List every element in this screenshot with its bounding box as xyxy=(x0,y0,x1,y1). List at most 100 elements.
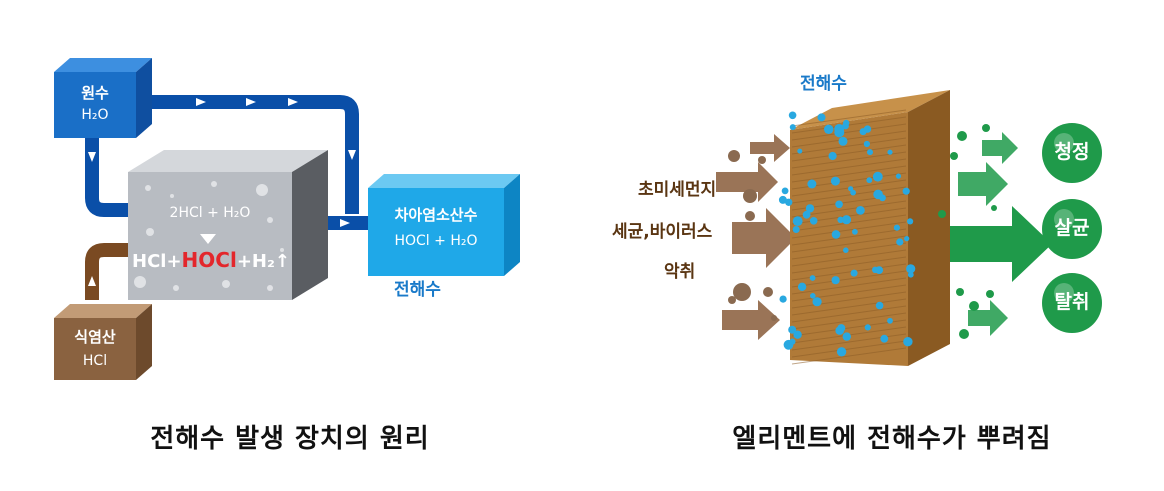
incoming-label-fine-dust: 초미세먼지 xyxy=(638,180,717,200)
element-texture-line xyxy=(791,298,907,316)
acid-cube xyxy=(54,304,152,380)
water-droplet xyxy=(838,136,848,146)
water-droplet xyxy=(831,230,841,239)
element-texture-line xyxy=(791,312,907,330)
product-title: 차아염소산수 xyxy=(394,206,478,224)
element-texture-line xyxy=(791,347,907,365)
water-droplet xyxy=(843,247,849,253)
element-texture-line xyxy=(791,165,907,183)
element-spray-diagram xyxy=(716,90,1102,366)
water-droplet xyxy=(836,347,847,357)
water-droplet xyxy=(907,218,914,225)
reaction-hcl: HCl+ xyxy=(132,251,182,272)
outcome-deodorize: 탈취 xyxy=(1054,291,1090,313)
water-droplet xyxy=(809,217,818,225)
outcome-sterilize: 살균 xyxy=(1054,217,1090,239)
water-droplet xyxy=(902,187,910,195)
water-droplet xyxy=(837,216,844,223)
water-droplet xyxy=(828,151,837,161)
reactor-cube xyxy=(128,150,328,300)
water-droplet xyxy=(812,297,822,307)
acid-formula: HCl xyxy=(82,353,108,369)
water-droplet xyxy=(824,124,834,134)
acid-pipe xyxy=(85,243,160,300)
dust-particles xyxy=(728,150,777,321)
water-droplet xyxy=(830,176,840,186)
water-droplet xyxy=(841,215,852,225)
water-droplet xyxy=(788,111,797,120)
water-droplet xyxy=(873,189,883,200)
water-droplet xyxy=(809,275,816,281)
water-droplet xyxy=(903,337,913,347)
element-texture-line xyxy=(791,200,907,218)
element-texture-line xyxy=(791,291,907,309)
water-droplet xyxy=(895,173,902,179)
reaction-h2: +H₂↑ xyxy=(236,251,290,272)
element-texture-line xyxy=(791,137,907,155)
water-droplet xyxy=(842,332,851,341)
water-droplet xyxy=(887,149,893,155)
right-caption: 엘리멘트에 전해수가 뿌려짐 xyxy=(732,424,1052,454)
water-droplet xyxy=(781,187,789,195)
water-droplet xyxy=(872,266,879,273)
water-droplet xyxy=(810,293,816,299)
water-droplet xyxy=(789,124,796,131)
water-droplet xyxy=(778,195,787,204)
water-droplet xyxy=(797,282,807,291)
water-droplet xyxy=(789,338,796,345)
water-droplet xyxy=(904,236,910,242)
product-cube xyxy=(368,174,520,276)
water-droplet xyxy=(850,189,856,196)
water-droplet xyxy=(807,179,817,189)
water-droplet xyxy=(887,317,893,324)
element-texture-line xyxy=(791,123,907,141)
source-water-cube xyxy=(54,58,152,138)
element-texture-line xyxy=(791,186,907,204)
water-droplet xyxy=(835,326,844,335)
element-texture-line xyxy=(791,144,907,162)
water-droplet xyxy=(834,123,845,134)
element-texture-line xyxy=(791,242,907,260)
water-droplet xyxy=(788,325,797,334)
green-particles xyxy=(938,124,1021,339)
water-droplet xyxy=(835,200,843,209)
water-droplet xyxy=(880,334,889,343)
water-droplet xyxy=(850,269,858,277)
water-droplet xyxy=(859,128,867,136)
left-caption: 전해수 발생 장치의 원리 xyxy=(150,424,430,454)
water-droplet xyxy=(866,177,873,184)
element-texture-line xyxy=(791,277,907,295)
water-droplet xyxy=(817,113,826,122)
left-diagram-panel: 원수 H₂O 2HCl + H₂O HCl+HOCl+H₂↑ 차아염소산수 HO… xyxy=(54,58,520,454)
right-diagram-panel: 전해수 초미세먼지 세균,바이러스 악취 청정 살균 탈취 엘리멘트에 전해수가… xyxy=(582,0,1164,491)
water-droplets xyxy=(778,111,916,357)
element-texture-line xyxy=(791,116,907,134)
element-texture-line xyxy=(791,319,907,337)
water-droplet xyxy=(848,186,854,192)
water-droplet xyxy=(863,140,870,148)
product-formula: HOCl + H₂O xyxy=(394,233,478,249)
incoming-label-bacteria-virus: 세균,바이러스 xyxy=(612,222,713,242)
electrolysis-device-diagram xyxy=(54,58,520,380)
element-texture-line xyxy=(791,151,907,169)
water-droplet xyxy=(872,171,883,182)
water-droplet xyxy=(867,149,873,156)
source-water-formula: H₂O xyxy=(81,107,109,123)
reaction-hocl: HOCl xyxy=(181,248,237,272)
reaction-bottom: HCl+HOCl+H₂↑ xyxy=(132,250,290,271)
element-texture-line xyxy=(791,130,907,148)
water-droplet xyxy=(856,206,865,215)
element-texture-line xyxy=(791,340,907,358)
water-droplet xyxy=(793,330,802,339)
acid-flow-arrow xyxy=(88,276,96,286)
pipe-flow-arrows xyxy=(88,98,356,227)
reaction-arrow xyxy=(200,234,216,244)
water-droplet xyxy=(785,198,793,206)
water-droplet xyxy=(906,264,916,274)
water-droplet xyxy=(896,238,904,246)
element-texture-line xyxy=(791,235,907,253)
water-droplet xyxy=(864,324,871,331)
element-texture-line xyxy=(791,305,907,323)
water-droplet xyxy=(779,295,787,303)
water-droplet xyxy=(893,224,900,231)
